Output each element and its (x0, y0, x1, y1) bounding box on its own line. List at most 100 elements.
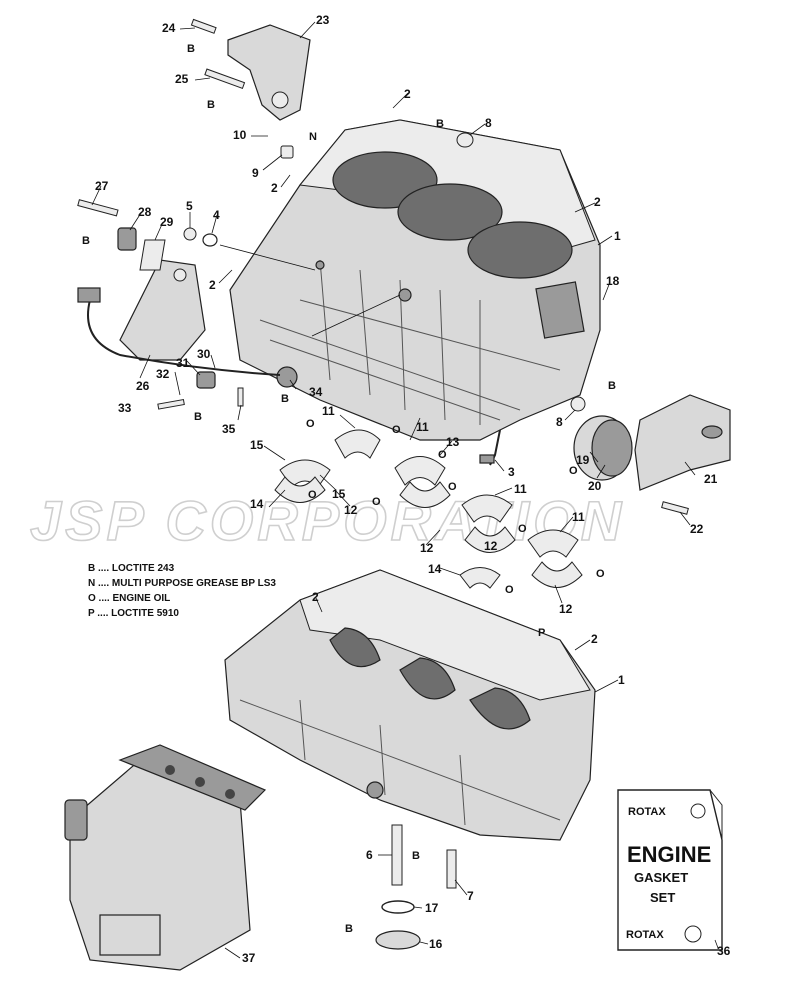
callout-8-b: 8 (556, 415, 563, 429)
bearing-shells (274, 429, 583, 589)
callout-35: 35 (222, 422, 236, 436)
lube-mark-b-8b: B (608, 380, 616, 392)
bolt-24 (190, 18, 217, 34)
callout-15-a: 15 (250, 438, 264, 452)
lube-mark-o-7: O (518, 523, 527, 535)
callout-36: 36 (717, 944, 731, 958)
callout-2-b: 2 (271, 181, 278, 195)
knock-sensor (77, 287, 298, 388)
callout-18: 18 (606, 274, 620, 288)
lube-mark-o-3: O (308, 489, 317, 501)
lube-mark-b-16: B (345, 923, 353, 935)
callout-14-a: 14 (250, 497, 264, 511)
cam-position-sensor (117, 227, 166, 271)
callout-12-c: 12 (484, 539, 498, 553)
engine-mount-right (634, 394, 731, 491)
legend-line-o: O .... ENGINE OIL (88, 593, 170, 604)
bolt-25 (204, 68, 246, 90)
plug-8 (456, 132, 474, 148)
lube-mark-o-5: O (438, 449, 447, 461)
callout-3: 3 (508, 465, 515, 479)
callout-13: 13 (446, 435, 460, 449)
legend-line-n: N .... MULTI PURPOSE GREASE BP LS3 (88, 578, 276, 589)
callout-1-b: 1 (618, 673, 625, 687)
callout-8-a: 8 (485, 116, 492, 130)
lube-mark-b-34: B (281, 393, 289, 405)
gasket-kit-line2: GASKET (634, 870, 688, 885)
bolt-22 (661, 501, 689, 515)
callout-37: 37 (242, 951, 256, 965)
callout-15-b: 15 (332, 487, 346, 501)
callout-6: 6 (366, 848, 373, 862)
gasket-kit-brand-bottom: ROTAX (626, 929, 664, 941)
callout-numbers: 24 23 25 2 8 10 9 2 27 28 29 5 4 2 2 1 1… (95, 13, 731, 965)
engine-mount-upper (227, 24, 311, 121)
engine-mount-left (119, 259, 206, 361)
lube-mark-o-4: O (372, 496, 381, 508)
oil-pipe-3 (479, 429, 501, 466)
callout-27: 27 (95, 179, 109, 193)
gasket-kit-line1: ENGINE (627, 842, 711, 867)
callout-17: 17 (425, 901, 439, 915)
callout-1-a: 1 (614, 229, 621, 243)
lube-mark-b-33: B (194, 411, 202, 423)
legend-line-b: B .... LOCTITE 243 (88, 563, 175, 574)
callout-26: 26 (136, 379, 150, 393)
callout-2-e: 2 (312, 590, 319, 604)
callout-25: 25 (175, 72, 189, 86)
callout-20: 20 (588, 479, 602, 493)
callout-9: 9 (252, 166, 259, 180)
bolt-35 (237, 387, 244, 407)
callout-28: 28 (138, 205, 152, 219)
oil-drain-plug-16 (375, 930, 421, 950)
callout-21: 21 (704, 472, 718, 486)
plug-8b (570, 396, 586, 412)
lube-mark-b-27: B (82, 235, 90, 247)
callout-4: 4 (213, 208, 220, 222)
washer-31 (196, 371, 216, 389)
lube-mark-b-8: B (436, 118, 444, 130)
leader-lines (91, 21, 719, 959)
callout-31: 31 (176, 356, 190, 370)
callout-7: 7 (467, 889, 474, 903)
bolt-6 (391, 824, 403, 886)
callout-11-d: 11 (416, 420, 429, 434)
bolt-7 (446, 849, 457, 889)
lube-mark-o-6: O (448, 481, 457, 493)
callout-16: 16 (429, 937, 443, 951)
lube-mark-b-24: B (187, 43, 195, 55)
lube-mark-o-8: O (596, 568, 605, 580)
callout-19: 19 (576, 453, 590, 467)
callout-12-b: 12 (420, 541, 434, 555)
lube-mark-p: P (538, 627, 545, 639)
lube-mark-n-9: N (309, 131, 317, 143)
callout-30: 30 (197, 347, 211, 361)
callout-2-a: 2 (404, 87, 411, 101)
watermark-text: JSP CORPORATION (30, 489, 625, 552)
upper-crankcase (229, 119, 601, 441)
lube-mark-b-25: B (207, 99, 215, 111)
gasket-kit-line3: SET (650, 890, 675, 905)
callout-23: 23 (316, 13, 330, 27)
callout-14-b: 14 (428, 562, 442, 576)
nozzle-9 (280, 145, 294, 159)
legend-line-p: P .... LOCTITE 5910 (88, 608, 179, 619)
o-ring-17 (381, 900, 415, 914)
bolt-33 (157, 399, 185, 410)
bolt-27 (77, 199, 119, 217)
lube-mark-o-1: O (306, 418, 315, 430)
lubricant-marks: B B N B B B B B O O O O O O O O O O P B … (82, 43, 616, 935)
callout-12-a: 12 (344, 503, 358, 517)
lube-mark-o-2: O (392, 424, 401, 436)
callout-2-c: 2 (209, 278, 216, 292)
callout-11-c: 11 (572, 510, 585, 524)
lube-mark-o-9: O (505, 584, 514, 596)
lower-crankcase (224, 569, 596, 841)
callout-2-d: 2 (594, 195, 601, 209)
lube-mark-b-7: B (412, 850, 420, 862)
callout-2-f: 2 (591, 632, 598, 646)
callout-11-a: 11 (322, 404, 335, 418)
callout-11-b: 11 (514, 482, 527, 496)
callout-29: 29 (160, 215, 174, 229)
